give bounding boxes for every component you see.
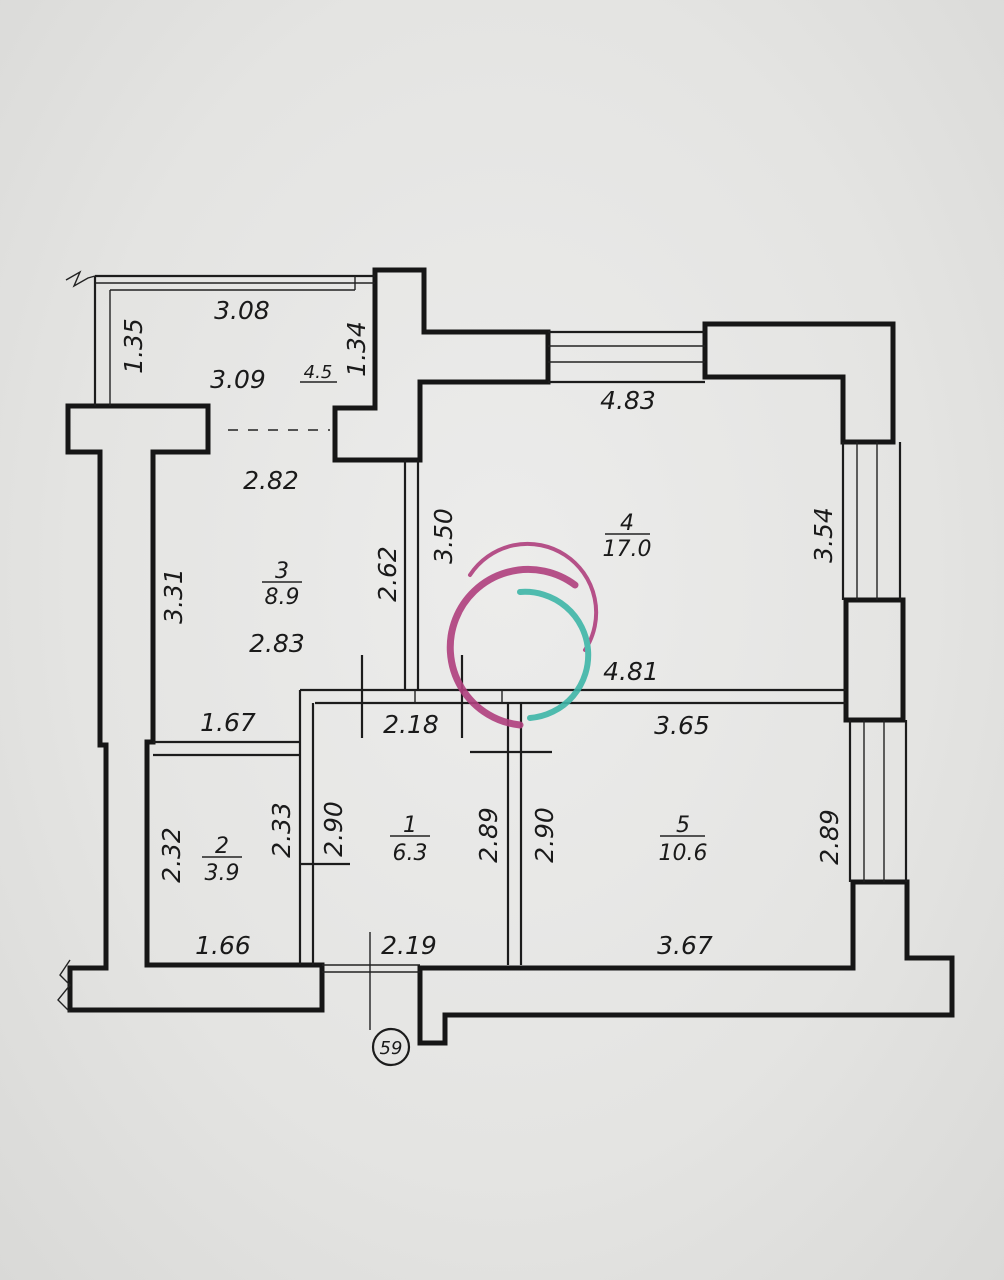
dim-room3-bottom: 2.83 [249,629,305,658]
room-2-number: 2 [215,834,229,859]
dim-room5-bottom: 3.67 [657,931,713,960]
dim-room1-left: 2.90 [319,801,348,857]
dimensions: 3.08 3.09 1.35 1.34 2.82 2.83 3.31 2.62 … [119,296,844,960]
room-5-number: 5 [676,813,690,838]
dim-room5-left: 2.90 [530,807,559,863]
right-pier [843,597,906,723]
window-right-upper [841,442,902,600]
dim-room1-right: 2.89 [474,807,503,863]
axis-marker-label: 59 [380,1038,403,1059]
top-right-wall [702,321,896,445]
dim-balcony-right: 1.34 [342,321,371,377]
dim-room5-top: 3.65 [654,711,710,740]
dim-room2-bottom: 1.66 [195,931,251,960]
dim-balcony-top: 3.08 [214,296,270,325]
logo-watermark [446,541,599,729]
dim-room2-left: 2.32 [157,827,186,883]
dim-room4-bottom: 4.81 [603,657,659,686]
window-right-lower [848,720,908,882]
room-1-number: 1 [403,813,417,838]
axis-marker: 59 [369,932,411,1067]
dim-room4-left: 3.50 [429,508,458,564]
room-3-number: 3 [275,559,289,584]
room-3-area: 8.9 [265,585,300,610]
dim-room5-right: 2.89 [815,809,844,865]
room-4-number: 4 [620,511,634,536]
bottom-right-wall [417,879,955,1046]
room-5-area: 10.6 [659,841,708,866]
logo-inner-arc [468,541,599,652]
dim-room3-left: 3.31 [159,568,188,624]
window-top [548,330,705,384]
dim-room3-right: 2.62 [373,546,402,602]
room-labels: 4.5 3 8.9 4 17.0 2 3.9 1 6.3 5 10.6 [202,362,707,886]
break-mark [57,959,71,1013]
room-2-area: 3.9 [205,861,240,886]
dim-balcony-bottom: 3.09 [210,365,266,394]
logo-teal-arc [517,588,592,721]
dim-balcony-left: 1.35 [119,318,148,374]
central-pier [332,267,551,463]
dim-room4-right: 3.54 [809,507,838,563]
windows [548,330,908,882]
room-1-area: 6.3 [393,841,428,866]
dim-room1-top: 2.18 [383,710,439,739]
balcony [65,270,375,431]
logo-outer-arc [446,565,579,729]
dim-room2-top: 1.67 [200,708,256,737]
balcony-area: 4.5 [304,362,333,383]
dim-room2-right: 2.33 [267,802,296,858]
dim-room4-top: 4.83 [600,386,656,415]
left-wall [65,403,325,1013]
dim-room1-bottom: 2.19 [381,931,437,960]
room-4-area: 17.0 [603,537,652,562]
partitions [153,460,846,973]
walls [65,267,955,1046]
dim-room3-top: 2.82 [243,466,299,495]
